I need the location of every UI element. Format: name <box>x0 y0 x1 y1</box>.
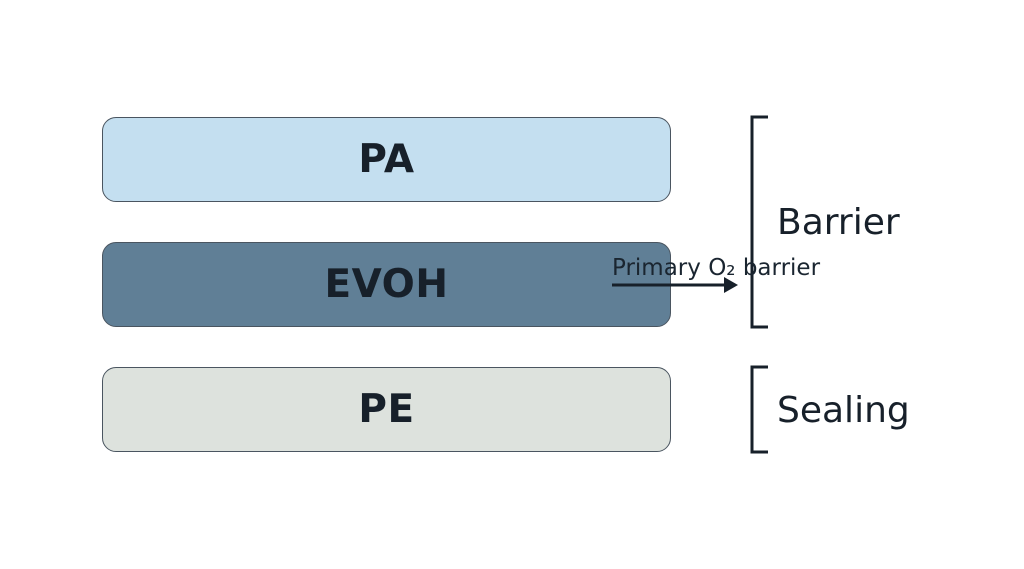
barrier-bracket <box>750 115 768 329</box>
layer-pe: PE <box>102 367 671 452</box>
sealing-bracket <box>750 365 768 454</box>
layer-evoh: EVOH <box>102 242 671 327</box>
layer-pa: PA <box>102 117 671 202</box>
layer-pe-label: PE <box>358 387 415 432</box>
layer-evoh-label: EVOH <box>324 262 449 307</box>
group-label-barrier: Barrier <box>777 202 900 243</box>
callout-arrowhead-icon <box>724 277 738 293</box>
layer-pa-label: PA <box>358 137 415 182</box>
group-label-sealing: Sealing <box>777 390 910 431</box>
callout-label: Primary O₂ barrier <box>612 255 821 281</box>
